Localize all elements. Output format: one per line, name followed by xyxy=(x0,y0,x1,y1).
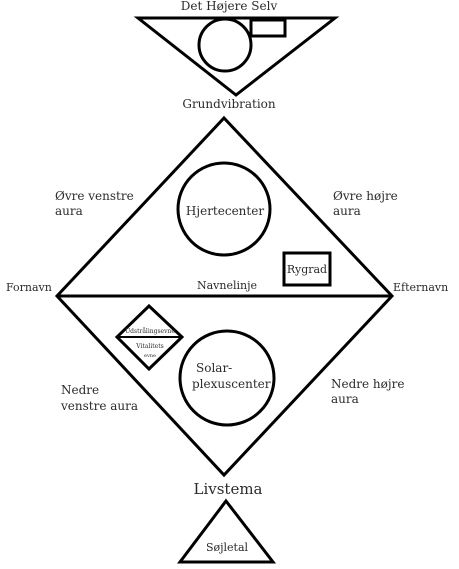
nedre-hojre-label-2: aura xyxy=(331,392,359,406)
vitalitet-label-2: evne xyxy=(144,353,156,359)
hjertecenter-label: Hjertecenter xyxy=(186,204,264,218)
navnelinje-label: Navnelinje xyxy=(197,279,257,292)
fornavn-label: Fornavn xyxy=(6,281,52,294)
sojletal-label: Søjletal xyxy=(206,541,249,554)
main-diamond xyxy=(54,115,395,478)
solar-label-1: Solar- xyxy=(196,361,232,375)
vitalitet-label: Vitalitets xyxy=(135,343,163,350)
efternavn-label: Efternavn xyxy=(393,281,448,294)
livstema-label: Livstema xyxy=(193,480,262,498)
spine-box xyxy=(282,251,332,287)
higher-self-triangle xyxy=(133,16,340,97)
rygrad-label: Rygrad xyxy=(287,263,327,276)
grundvibration-label: Grundvibration xyxy=(182,97,276,111)
ovre-venstre-label-2: aura xyxy=(55,204,83,218)
ovre-hojre-label-2: aura xyxy=(333,204,361,218)
radiance-diamond xyxy=(114,303,185,372)
top-title-label: Det Højere Selv xyxy=(181,0,278,13)
pillar-triangle xyxy=(176,498,277,564)
udstraalingsevne-label: Udstrålingsevne xyxy=(125,328,175,335)
higher-self-box xyxy=(249,18,287,38)
nedre-hojre-label-1: Nedre højre xyxy=(331,377,404,391)
nedre-venstre-label-1: Nedre xyxy=(61,383,99,397)
higher-self-circle xyxy=(197,17,253,73)
ovre-venstre-label-1: Øvre venstre xyxy=(55,189,134,203)
heart-center-circle xyxy=(176,161,272,257)
solar-plexus-circle xyxy=(178,329,276,427)
nedre-venstre-label-2: venstre aura xyxy=(60,399,138,413)
solar-label-2: plexuscenter xyxy=(192,377,271,391)
ovre-hojre-label-1: Øvre højre xyxy=(333,189,398,203)
